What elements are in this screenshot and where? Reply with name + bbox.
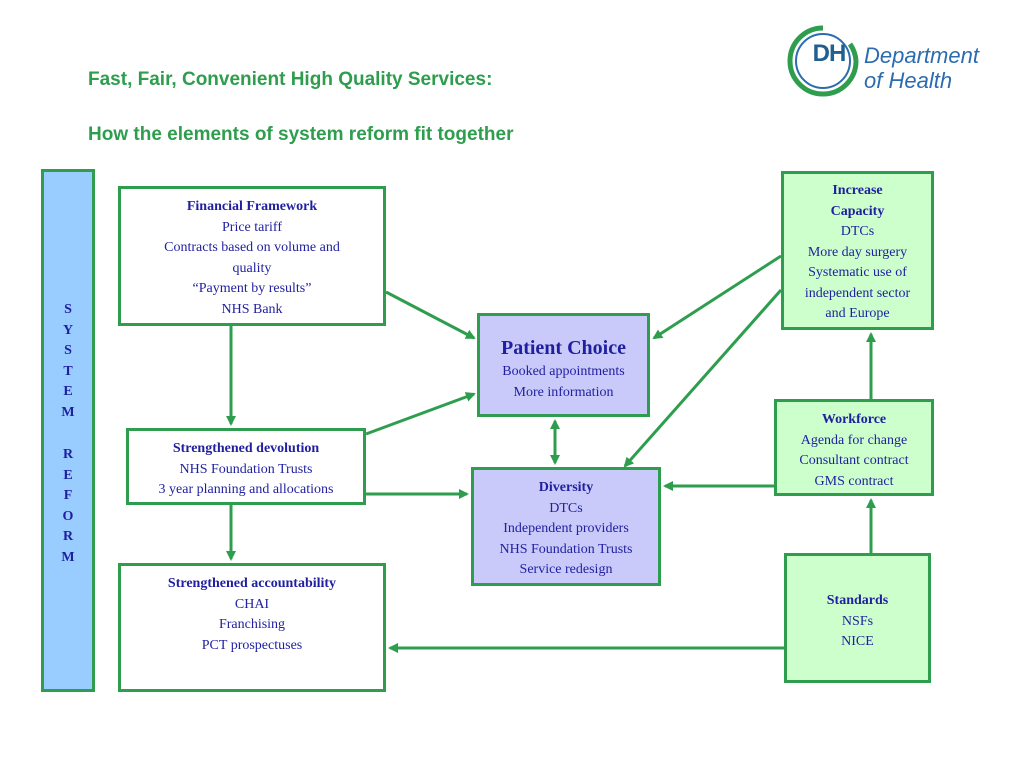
letter: F — [63, 488, 73, 503]
box-line: More day surgery — [807, 244, 908, 260]
letter: T — [63, 363, 73, 379]
box-heading: Patient Choice — [501, 337, 626, 359]
diversity-box: Diversity DTCs Independent providers NHS… — [471, 467, 661, 586]
box-line: Franchising — [218, 617, 286, 632]
box-heading: Capacity — [830, 203, 885, 219]
box-heading: Strengthened accountability — [167, 576, 337, 591]
box-heading: Financial Framework — [186, 199, 318, 214]
box-line: PCT prospectuses — [201, 637, 303, 653]
letter: M — [61, 549, 75, 565]
page-title: Fast, Fair, Convenient High Quality Serv… — [88, 69, 493, 90]
box-line: Consultant contract — [799, 453, 909, 468]
financial-framework-box: Financial Framework Price tariff Contrac… — [118, 186, 386, 326]
logo-line-2: of Health — [864, 68, 953, 93]
strengthened-devolution-box: Strengthened devolution NHS Foundation T… — [126, 428, 366, 505]
box-line: quality — [232, 260, 272, 276]
workforce-box: Workforce Agenda for change Consultant c… — [774, 399, 934, 496]
box-line: DTCs — [840, 224, 875, 239]
box-line: NHS Bank — [221, 301, 283, 317]
letter: R — [62, 529, 74, 544]
box-line: GMS contract — [814, 473, 894, 489]
logo-wordmark: Department of Health — [864, 43, 979, 93]
box-heading: Increase — [832, 183, 883, 198]
box-line: NHS Foundation Trusts — [499, 541, 633, 557]
arrow-devolution-to-patient — [365, 392, 476, 436]
box-line: 3 year planning and allocations — [158, 482, 334, 497]
box-line: NSFs — [841, 613, 874, 629]
letter: E — [63, 467, 73, 483]
letter: E — [63, 384, 73, 399]
box-line: Agenda for change — [800, 432, 908, 448]
system-word: S Y S T E M — [44, 300, 92, 423]
box-line: NICE — [841, 634, 874, 649]
letter: S — [64, 343, 72, 358]
logo-line-1: Department — [864, 43, 979, 68]
dh-logo-mark-icon — [787, 25, 859, 97]
patient-choice-box: Patient Choice Booked appointments More … — [477, 313, 650, 417]
box-line: DTCs — [549, 500, 583, 516]
page-subtitle: How the elements of system reform fit to… — [88, 124, 514, 145]
box-line: More information — [513, 384, 614, 400]
box-line: Systematic use of — [808, 265, 907, 280]
box-line: Booked appointments — [502, 364, 625, 379]
logo-mark-text: DH — [812, 40, 847, 67]
box-line: Contracts based on volume and — [164, 240, 340, 255]
department-of-health-logo — [786, 24, 1006, 98]
box-line: independent sector — [804, 285, 911, 301]
box-heading: Workforce — [821, 412, 887, 427]
box-line: Price tariff — [222, 219, 282, 235]
strengthened-accountability-box: Strengthened accountability CHAI Franchi… — [118, 563, 386, 692]
increase-capacity-box: Increase Capacity DTCs More day surgery … — [781, 171, 934, 330]
box-line: NHS Foundation Trusts — [179, 461, 313, 477]
box-line: Service redesign — [519, 562, 613, 577]
box-heading: Strengthened devolution — [172, 441, 320, 456]
arrow-capacity-to-patient — [652, 254, 782, 340]
letter: M — [61, 404, 75, 420]
letter: Y — [62, 322, 74, 338]
system-reform-bar: S Y S T E M R E F O R M — [41, 169, 95, 692]
letter: O — [62, 508, 74, 524]
box-heading: Diversity — [538, 480, 594, 495]
box-line: “Payment by results” — [192, 281, 312, 296]
box-line: CHAI — [234, 596, 270, 612]
box-line: Independent providers — [503, 521, 629, 536]
box-line: and Europe — [825, 306, 890, 321]
arrow-financial-to-patient — [385, 290, 476, 340]
standards-box: Standards NSFs NICE — [784, 553, 931, 683]
letter: S — [64, 302, 72, 317]
box-heading: Standards — [826, 593, 889, 608]
arrow-capacity-to-diversity — [623, 289, 783, 468]
letter: R — [62, 447, 74, 462]
reform-word: R E F O R M — [44, 445, 92, 568]
